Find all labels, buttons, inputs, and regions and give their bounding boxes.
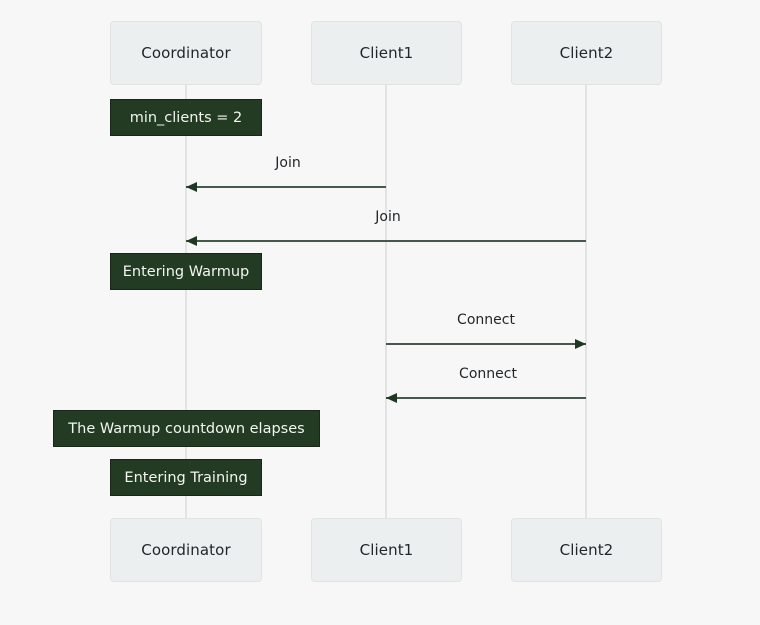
message-label-join-2: Join [375, 209, 401, 225]
note-entering-warmup: Entering Warmup [110, 253, 262, 290]
note-label: Entering Warmup [122, 263, 250, 280]
actor-label: Client2 [559, 44, 614, 62]
actor-box-client1-bottom[interactable]: Client1 [311, 518, 462, 582]
arrowhead-icon-join-1 [186, 181, 197, 192]
lifeline-client1 [385, 85, 387, 518]
actor-box-client1-top[interactable]: Client1 [311, 21, 462, 85]
note-warmup-countdown-elapses: The Warmup countdown elapses [53, 410, 320, 447]
message-line-join-2 [186, 240, 586, 242]
note-entering-training: Entering Training [110, 459, 262, 496]
actor-box-client2-bottom[interactable]: Client2 [511, 518, 662, 582]
actor-box-coordinator-bottom[interactable]: Coordinator [110, 518, 262, 582]
actor-box-coordinator-top[interactable]: Coordinator [110, 21, 262, 85]
message-label-join-1: Join [275, 155, 301, 171]
actor-label: Client1 [359, 44, 414, 62]
lifeline-client2 [585, 85, 587, 518]
message-label-connect-1: Connect [457, 312, 515, 328]
arrowhead-icon-join-2 [186, 235, 197, 246]
lifeline-coordinator [185, 85, 187, 518]
note-label: Entering Training [124, 469, 248, 486]
message-line-connect-2 [386, 397, 586, 399]
actor-label: Client2 [559, 541, 614, 559]
note-label: The Warmup countdown elapses [68, 420, 305, 437]
message-line-join-1 [186, 186, 386, 188]
arrowhead-icon-connect-1 [575, 338, 586, 349]
actor-box-client2-top[interactable]: Client2 [511, 21, 662, 85]
message-line-connect-1 [386, 343, 586, 345]
actor-label: Client1 [359, 541, 414, 559]
note-label: min_clients = 2 [129, 109, 243, 126]
actor-label: Coordinator [141, 541, 231, 559]
arrowhead-icon-connect-2 [386, 392, 397, 403]
message-label-connect-2: Connect [459, 366, 517, 382]
actor-label: Coordinator [141, 44, 231, 62]
note-min-clients: min_clients = 2 [110, 99, 262, 136]
